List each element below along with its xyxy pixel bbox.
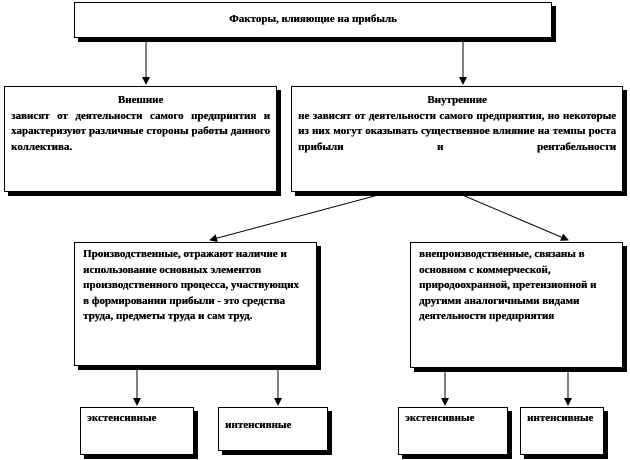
intensive-1-box: интенсивные [218, 407, 328, 451]
production-factors-box: Производственные, отражают наличие и исп… [74, 242, 317, 366]
external-factors-box: Внешние зависят от деятельности самого п… [4, 86, 277, 192]
intensive-2-label: интенсивные [527, 412, 594, 424]
title-text: Факторы, влияющие на прибыль [229, 13, 397, 26]
internal-heading: Внутренние [427, 94, 487, 106]
extensive-1-box: экстенсивные [80, 407, 194, 455]
nonproduction-description: внепроизводственные, связаны в основном … [419, 248, 597, 322]
external-description: зависят от деятельности самого предприят… [11, 109, 270, 153]
nonproduction-factors-box: внепроизводственные, связаны в основном … [410, 242, 623, 368]
production-description: Производственные, отражают наличие и исп… [83, 248, 299, 322]
arrow-internal-to-production [209, 193, 383, 243]
intensive-2-box: интенсивные [520, 407, 604, 455]
external-heading: Внешние [117, 94, 164, 106]
extensive-1-label: экстенсивные [87, 412, 157, 424]
extensive-2-box: экстенсивные [398, 407, 508, 455]
intensive-1-label: интенсивные [225, 419, 292, 431]
internal-description: не зависят от деятельности самого предпр… [298, 109, 616, 153]
internal-factors-box: Внутренние не зависят от деятельности са… [291, 86, 623, 192]
extensive-2-label: экстенсивные [405, 412, 475, 424]
arrow-internal-to-nonproduction [459, 193, 569, 241]
title-box: Факторы, влияющие на прибыль [74, 2, 552, 38]
